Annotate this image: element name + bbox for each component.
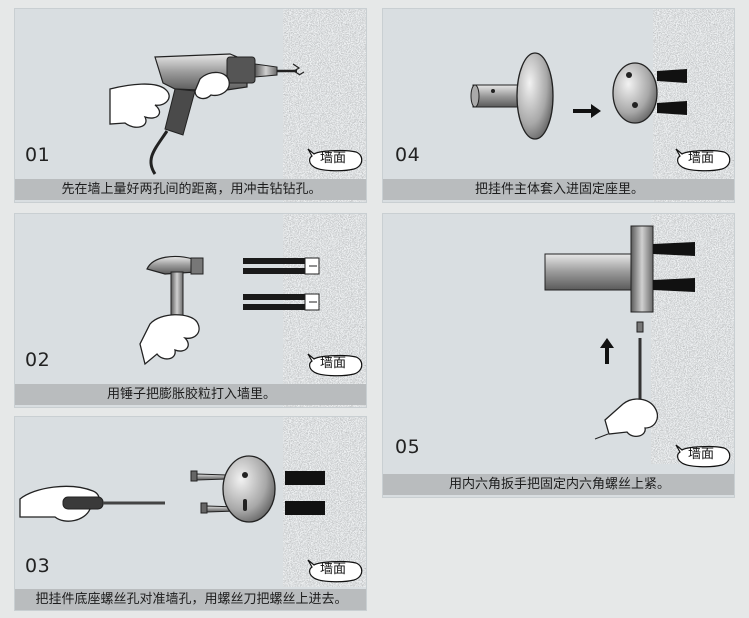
step-caption: 用内六角扳手把固定内六角螺丝上紧。 xyxy=(383,474,734,495)
step-caption: 把挂件主体套入进固定座里。 xyxy=(383,179,734,200)
screwdriver-icon xyxy=(19,417,366,587)
step-panel-03: 03 墙面 把挂件底座螺丝孔对准墙孔，用螺丝刀把螺丝上进去。 xyxy=(14,416,367,611)
step-caption: 先在墙上量好两孔间的距离，用冲击钻钻孔。 xyxy=(15,179,366,200)
step-panel-01: 01 墙面 先在墙上量好两孔间的距离，用冲击钻钻孔。 xyxy=(14,8,367,203)
wall-label: 墙面 xyxy=(307,559,363,583)
wall-texture xyxy=(283,214,366,407)
speech-bubble-icon xyxy=(307,353,363,377)
step-number: 03 xyxy=(25,555,51,577)
step-caption: 用锤子把膨胀胶粒打入墙里。 xyxy=(15,384,366,405)
hammer-icon xyxy=(139,214,366,407)
wall-anchor-bottom xyxy=(243,293,320,311)
hex-key-icon xyxy=(544,214,734,464)
wall-label: 墙面 xyxy=(675,444,731,468)
step-number: 02 xyxy=(25,349,51,371)
step-number: 04 xyxy=(395,144,421,166)
wall-anchor-top xyxy=(243,257,320,275)
mounting-base xyxy=(222,455,276,523)
arrow-up-icon xyxy=(600,338,614,364)
speech-bubble-icon xyxy=(307,559,363,583)
step-panel-05: 05 墙面 用内六角扳手把固定内六角螺丝上紧。 xyxy=(382,213,735,498)
step-panel-04: 04 墙面 把挂件主体套入进固定座里。 xyxy=(382,8,735,203)
arrow-right-icon xyxy=(573,104,601,118)
wall-label: 墙面 xyxy=(307,353,363,377)
step-number: 01 xyxy=(25,144,51,166)
wall-label: 墙面 xyxy=(307,148,363,172)
hook-body-icon xyxy=(470,9,734,202)
step-caption: 把挂件底座螺丝孔对准墙孔，用螺丝刀把螺丝上进去。 xyxy=(15,589,366,610)
wall-label: 墙面 xyxy=(675,148,731,172)
step-panel-02: 02 墙面 用锤子把膨胀胶粒打入墙里。 xyxy=(14,213,367,408)
step-number: 05 xyxy=(395,436,421,458)
drill-icon xyxy=(109,9,366,202)
speech-bubble-icon xyxy=(675,148,731,172)
speech-bubble-icon xyxy=(307,148,363,172)
speech-bubble-icon xyxy=(675,444,731,468)
wall-texture xyxy=(283,9,366,202)
